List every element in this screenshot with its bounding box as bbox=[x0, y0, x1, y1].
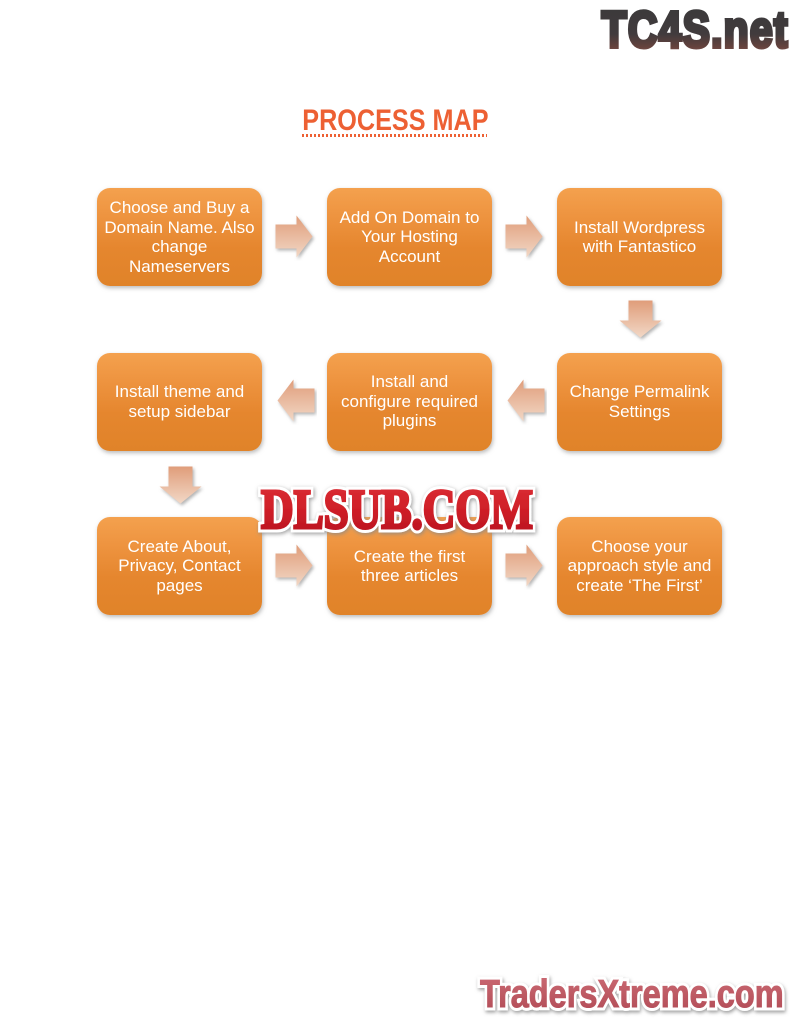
svg-text:TC4S.net: TC4S.net bbox=[602, 1, 789, 58]
svg-text:TradersXtreme.com: TradersXtreme.com bbox=[480, 972, 784, 1015]
svg-text:DLSUB.COM: DLSUB.COM bbox=[261, 478, 533, 540]
svg-text:TC4S.net: TC4S.net bbox=[602, 1, 789, 58]
svg-text:DLSUB.COM: DLSUB.COM bbox=[261, 478, 533, 540]
svg-text:TradersXtreme.com: TradersXtreme.com bbox=[480, 972, 784, 1015]
